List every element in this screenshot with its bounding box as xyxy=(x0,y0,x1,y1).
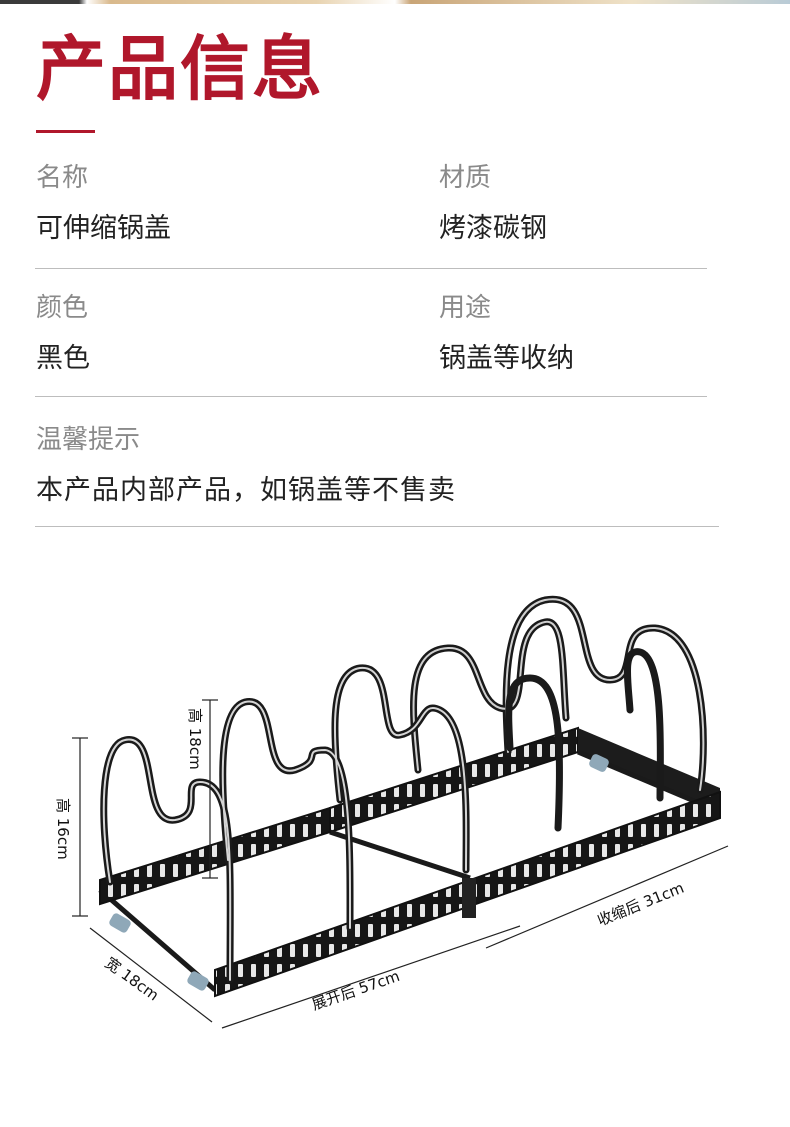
dimension-lines xyxy=(72,699,729,1029)
usage-value: 锅盖等收纳 xyxy=(439,343,574,374)
usage-field: 用途 锅盖等收纳 xyxy=(439,292,574,376)
height-large-label: 高 18cm xyxy=(186,708,204,770)
title-underline xyxy=(36,130,95,133)
page-title: 产品信息 xyxy=(36,28,324,110)
name-field: 名称 可伸缩锅盖 xyxy=(36,162,171,246)
divider xyxy=(35,396,707,397)
usage-label: 用途 xyxy=(439,293,492,323)
name-label: 名称 xyxy=(36,163,89,193)
divider xyxy=(35,526,719,527)
tips-label: 温馨提示 xyxy=(36,425,141,455)
divider xyxy=(35,268,707,269)
color-label: 颜色 xyxy=(36,293,89,323)
height-small-label: 高 16cm xyxy=(54,798,72,860)
retracted-length-label: 收缩后 31cm xyxy=(595,879,687,930)
extended-length-label: 展开后 57cm xyxy=(309,967,402,1014)
color-field: 颜色 黑色 xyxy=(36,292,90,376)
color-value: 黑色 xyxy=(36,343,90,374)
name-value: 可伸缩锅盖 xyxy=(36,213,171,244)
material-value: 烤漆碳钢 xyxy=(439,213,547,244)
lid-rack-illustration: 高 18cm 高 16cm 宽 18cm 展开后 57cm 收缩后 31cm xyxy=(54,595,729,1029)
info-row-tips: 温馨提示 本产品内部产品，如锅盖等不售卖 xyxy=(36,424,720,552)
front-rail xyxy=(99,790,721,998)
top-banner-strip xyxy=(0,0,790,4)
product-image: 高 18cm 高 16cm 宽 18cm 展开后 57cm 收缩后 31cm xyxy=(0,560,790,1127)
material-field: 材质 烤漆碳钢 xyxy=(439,162,547,246)
info-row-color-usage: 颜色 黑色 用途 锅盖等收纳 xyxy=(36,292,708,420)
material-label: 材质 xyxy=(439,163,492,193)
tips-value: 本产品内部产品，如锅盖等不售卖 xyxy=(36,475,456,506)
info-row-name-material: 名称 可伸缩锅盖 材质 烤漆碳钢 xyxy=(36,162,708,290)
tips-field: 温馨提示 本产品内部产品，如锅盖等不售卖 xyxy=(36,424,456,508)
end-caps xyxy=(109,754,609,991)
width-label: 宽 18cm xyxy=(102,954,163,1005)
